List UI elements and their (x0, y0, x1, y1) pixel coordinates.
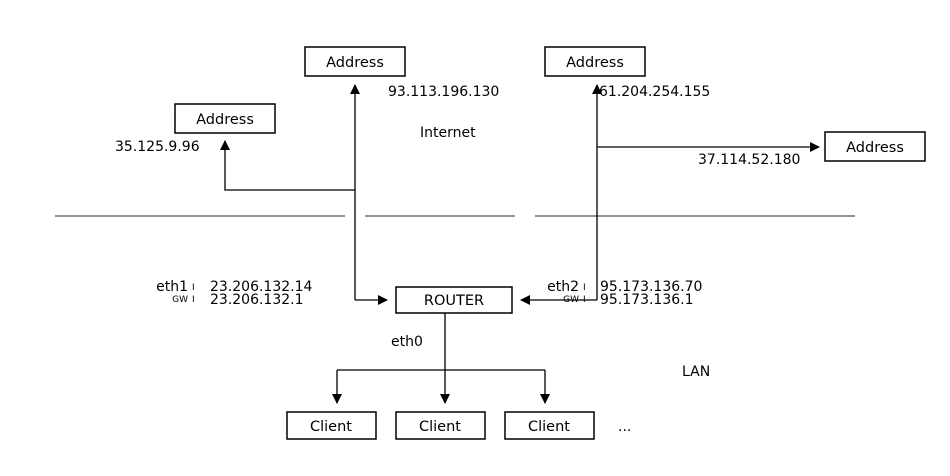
remote-host-4-ip: 37.114.52.180 (698, 152, 800, 168)
client-3: Client (504, 411, 595, 440)
uplink-eth1-gateway: 23.206.132.1 (210, 292, 304, 308)
uplink-eth2-iface-mark: I (583, 283, 586, 293)
router-lan-interface: eth0 (391, 334, 423, 350)
remote-host-2: Address (174, 103, 276, 134)
client-3-label: Client (528, 419, 570, 435)
client-1-label: Client (310, 419, 352, 435)
uplink-eth1-info: eth1 I GW I 23.206.132.14 23.206.132.1 (156, 279, 312, 308)
uplink-eth2-iface: eth2 (547, 279, 579, 295)
remote-host-1-label: Address (326, 55, 384, 71)
uplink-eth2-info: eth2 I GW I 95.173.136.70 95.173.136.1 (547, 279, 702, 308)
remote-host-1: Address (304, 46, 406, 77)
zone-label-lan: LAN (682, 364, 710, 380)
uplink-eth1-iface: eth1 (156, 279, 188, 295)
client-2-label: Client (419, 419, 461, 435)
connections (220, 84, 820, 404)
uplink-eth1-gw-mark: I (192, 295, 195, 305)
uplink-eth1-iface-mark: I (192, 283, 195, 293)
remote-host-4-label: Address (846, 140, 904, 156)
remote-host-4: Address (824, 131, 926, 162)
uplink-eth2-gateway: 95.173.136.1 (600, 292, 694, 308)
remote-host-1-ip: 93.113.196.130 (388, 84, 499, 100)
uplink-eth1-gw-label: GW (172, 295, 188, 305)
remote-host-2-ip: 35.125.9.96 (115, 139, 200, 155)
uplink-eth1-ip: 23.206.132.14 (210, 279, 313, 295)
router-node: ROUTER (395, 286, 513, 314)
uplink-eth2-gw-mark: I (583, 295, 586, 305)
client-1: Client (286, 411, 377, 440)
zone-label-internet: Internet (420, 125, 476, 141)
client-2: Client (395, 411, 486, 440)
remote-host-2-label: Address (196, 112, 254, 128)
uplink-eth2-gw-label: GW (563, 295, 579, 305)
more-clients-ellipsis: ... (618, 419, 631, 435)
remote-host-3-label: Address (566, 55, 624, 71)
uplink-eth2-ip: 95.173.136.70 (600, 279, 702, 295)
link-eth1-to-host-2 (220, 140, 355, 191)
remote-host-3: Address (544, 46, 646, 77)
router-label: ROUTER (424, 293, 484, 309)
remote-host-3-ip: 61.204.254.155 (599, 84, 710, 100)
